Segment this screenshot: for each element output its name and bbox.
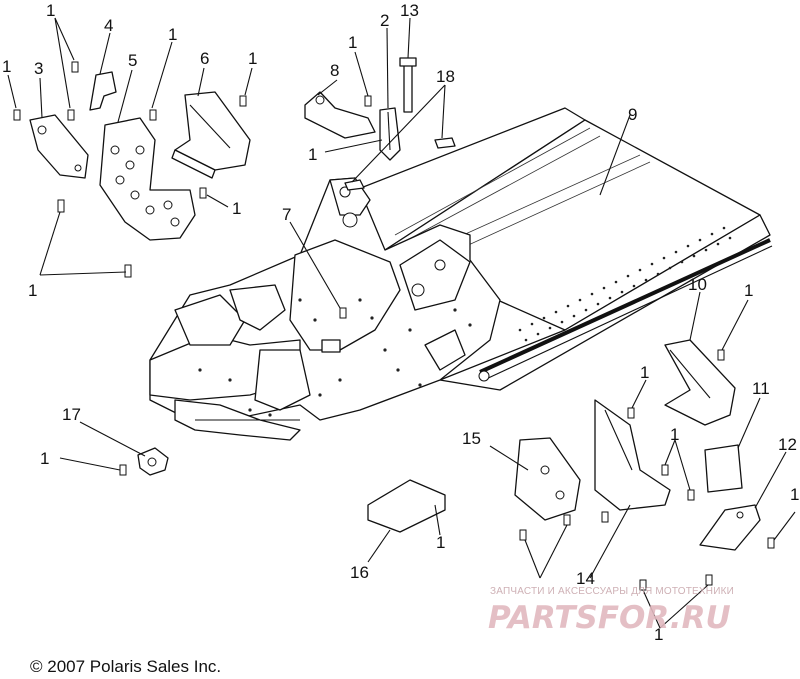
part-3-bracket — [29, 114, 89, 179]
watermark-tagline: ЗАПЧАСТИ И АКСЕССУАРЫ ДЛЯ МОТОТЕХНИКИ — [490, 586, 734, 597]
callout-1: 1 — [46, 1, 55, 20]
part-16-plate — [367, 479, 446, 533]
part-8-bracket — [304, 91, 376, 139]
fasteners — [13, 61, 775, 591]
callout-5: 5 — [128, 51, 137, 70]
leader-lines — [7, 17, 796, 629]
watermark: ЗАПЧАСТИ И АКСЕССУАРЫ ДЛЯ МОТОТЕХНИКИ PA… — [488, 586, 734, 636]
callout-16: 16 — [350, 563, 369, 582]
callout-1: 1 — [436, 533, 445, 552]
part-2-mount — [379, 107, 401, 161]
callout-3: 3 — [34, 59, 43, 78]
callout-9: 9 — [628, 105, 637, 124]
callout-6: 6 — [200, 49, 209, 68]
part-4-clip — [89, 71, 117, 111]
callout-4: 4 — [104, 16, 113, 35]
watermark-brand: PARTSFOR.RU — [488, 600, 731, 636]
callout-17: 17 — [62, 405, 81, 424]
callout-8: 8 — [330, 61, 339, 80]
callout-11: 11 — [752, 379, 770, 398]
part-17-bracket — [137, 447, 169, 476]
callout-14: 14 — [576, 569, 595, 588]
callout-12: 12 — [778, 435, 797, 454]
callout-1: 1 — [348, 33, 357, 52]
callout-13: 13 — [400, 1, 419, 20]
callout-1: 1 — [790, 485, 799, 504]
part-18-pads — [344, 137, 456, 191]
part-12-bracket — [699, 504, 761, 551]
part-5-footrest — [99, 117, 196, 241]
part-11-plate — [704, 444, 743, 493]
callout-1: 1 — [744, 281, 753, 300]
part-15-shield — [514, 437, 581, 521]
tunnel-perforations — [518, 226, 732, 342]
part-6-bracket — [171, 91, 251, 179]
callout-10: 10 — [688, 275, 707, 294]
callout-1: 1 — [168, 25, 177, 44]
callout-2: 2 — [380, 11, 389, 30]
callout-1: 1 — [640, 363, 649, 382]
callout-1: 1 — [28, 281, 37, 300]
callout-1: 1 — [248, 49, 257, 68]
callout-1: 1 — [670, 425, 679, 444]
callout-15: 15 — [462, 429, 481, 448]
copyright-notice: © 2007 Polaris Sales Inc. — [30, 657, 221, 676]
part-13-bolt — [399, 57, 417, 113]
callout-1: 1 — [654, 625, 663, 644]
callout-1: 1 — [308, 145, 317, 164]
front-bulkhead-frame — [149, 177, 501, 441]
callout-1: 1 — [232, 199, 241, 218]
callout-7: 7 — [282, 205, 291, 224]
part-14-mount — [594, 399, 671, 511]
callout-labels: 1 1 3 4 5 1 6 1 1 1 8 1 2 13 18 1 9 7 17… — [2, 1, 799, 644]
callout-18: 18 — [436, 67, 455, 86]
part-10-heat-exchanger-bracket — [664, 339, 736, 426]
callout-1: 1 — [40, 449, 49, 468]
callout-1: 1 — [2, 57, 11, 76]
